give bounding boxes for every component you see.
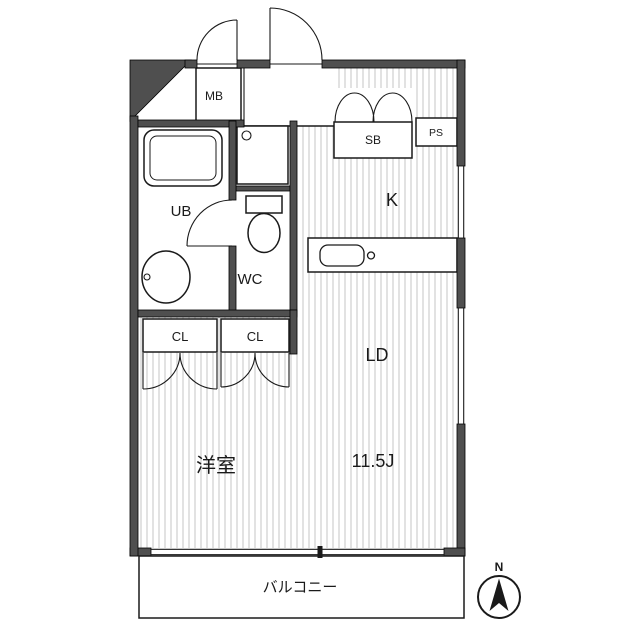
wall-segment [236, 59, 271, 69]
kitchen-counter [307, 237, 458, 273]
window-right-upper [457, 166, 465, 238]
door-swing-arc-icon [334, 92, 413, 123]
label-north: N [495, 560, 504, 574]
wall-segment [443, 547, 466, 557]
door-swing-arc-icon [186, 199, 233, 247]
chamfer-corner-wall [129, 59, 192, 122]
wall-segment [228, 245, 237, 317]
balcony-outline [138, 555, 465, 619]
bathtub-icon [143, 129, 223, 187]
label-unit-bath: UB [171, 203, 192, 220]
wall-segment [289, 309, 298, 355]
pipe-space-box [415, 117, 458, 147]
label-western-room: 洋室 [196, 454, 236, 477]
north-arrow-icon [489, 578, 509, 611]
wall-segment [129, 115, 139, 557]
compass-icon [477, 575, 521, 619]
washbasin-icon [141, 250, 191, 304]
window-mullion [317, 546, 323, 558]
wall-segment [321, 59, 466, 69]
shoe-box [333, 92, 413, 159]
wall-segment [137, 309, 298, 318]
label-shoe-box: SB [365, 133, 381, 147]
label-meter-box: MB [205, 89, 223, 103]
wall-segment [137, 119, 245, 128]
label-wc: WC [238, 271, 263, 288]
room-labels: MB UB WC SB PS K LD CL CL 洋室 11.5J バルコニー… [171, 89, 504, 596]
wall-segment [228, 120, 237, 201]
toilet-icon [245, 195, 283, 254]
door-swing-arc-icon [196, 19, 238, 61]
walls [129, 59, 466, 557]
kitchen-sink-icon [319, 244, 376, 267]
window-right-lower [457, 308, 465, 424]
wall-segment [289, 120, 298, 317]
door-swing-arc-icon [142, 352, 218, 390]
wall-segment [184, 59, 198, 69]
window-bottom-sliding [151, 548, 444, 556]
washing-machine-pan-icon [236, 125, 289, 185]
wall-segment [456, 59, 466, 167]
label-living-dining: LD [365, 345, 388, 365]
label-pipe-space: PS [429, 127, 443, 139]
wall-segment [456, 237, 466, 309]
closet-2-box [220, 318, 290, 353]
label-closet-1: CL [172, 329, 189, 344]
label-closet-2: CL [247, 329, 264, 344]
wall-segment [456, 423, 466, 557]
label-balcony: バルコニー [263, 579, 338, 596]
windows [151, 166, 465, 558]
compass-circle [477, 575, 521, 619]
door-swing-arc-icon [220, 352, 290, 388]
wall-segment [235, 185, 291, 192]
label-room-size: 11.5J [352, 451, 395, 471]
entrance-genkan-floor [244, 68, 334, 126]
label-kitchen: K [386, 190, 398, 210]
fixtures-and-doors [141, 7, 458, 390]
door-swing-arc-icon [269, 7, 323, 61]
closet-1-box [142, 318, 218, 353]
